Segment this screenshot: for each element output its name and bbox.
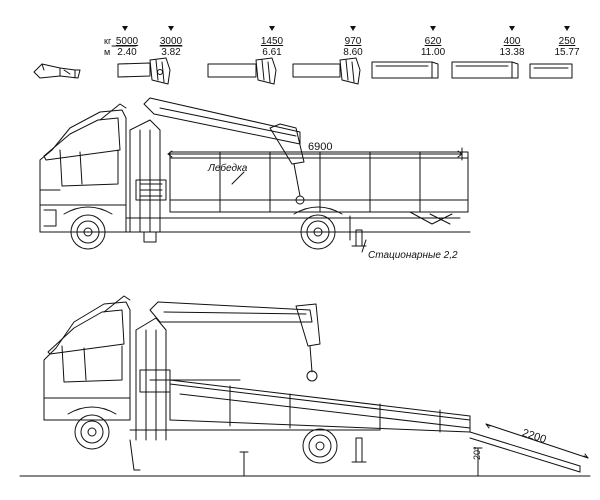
capacity-kg: 1450 xyxy=(260,36,284,47)
capacity-col-2: 3000 3.82 xyxy=(151,36,191,58)
capacity-col-3: 1450 6.61 xyxy=(252,36,292,58)
capacity-kg: 5000 xyxy=(115,36,139,47)
dimension-platform-top xyxy=(167,147,463,161)
capacity-kg: 970 xyxy=(344,36,362,47)
capacity-col-1: 5000 2.40 xyxy=(107,36,147,58)
truck-top-wheels xyxy=(63,206,343,250)
unit-kg-label: кг xyxy=(104,36,112,46)
boom-stage-6 xyxy=(451,61,519,79)
capacity-m: 13.38 xyxy=(499,47,525,58)
capacity-markers xyxy=(122,26,570,31)
boom-stage-1 xyxy=(33,63,81,79)
capacity-col-7: 250 15.77 xyxy=(547,36,587,58)
stabilizer-bottom xyxy=(351,437,367,463)
capacity-m: 6.61 xyxy=(262,47,282,58)
crane-top xyxy=(129,97,305,243)
stabilizers-label: Стационарные 2,2 xyxy=(368,250,458,261)
stabilizer-leader xyxy=(361,239,367,253)
capacity-m: 8.60 xyxy=(343,47,363,58)
boom-stage-2 xyxy=(117,57,171,85)
winch-label: Лебедка xyxy=(208,163,248,174)
capacity-m: 2.40 xyxy=(117,47,137,58)
capacity-col-5: 620 11.00 xyxy=(413,36,453,58)
capacity-kg: 400 xyxy=(503,36,521,47)
truck-bottom-chassis xyxy=(129,379,581,473)
capacity-kg: 3000 xyxy=(159,36,183,47)
capacity-m: 3.82 xyxy=(161,47,181,58)
ramp-dimension xyxy=(239,423,589,477)
truck-top-chassis xyxy=(125,151,471,241)
truck-top-cab xyxy=(39,103,127,233)
capacity-kg: 620 xyxy=(424,36,442,47)
boom-stage-7 xyxy=(529,63,573,79)
platform-length-label: 6900 xyxy=(308,141,333,153)
boom-stage-3 xyxy=(207,57,277,85)
winch-leader xyxy=(231,171,245,185)
ramp-height-label: 20° xyxy=(472,446,482,460)
capacity-kg: 250 xyxy=(558,36,576,47)
boom-stage-5 xyxy=(371,61,439,79)
capacity-m: 11.00 xyxy=(420,47,446,58)
boom-stage-4 xyxy=(292,57,361,85)
capacity-col-4: 970 8.60 xyxy=(333,36,373,58)
truck-bottom-cab xyxy=(43,295,131,421)
capacity-col-6: 400 13.38 xyxy=(492,36,532,58)
unit-m-label: м xyxy=(104,47,111,57)
truck-bottom-wheels xyxy=(67,406,338,464)
crane-bottom xyxy=(129,301,321,471)
capacity-m: 15.77 xyxy=(554,47,580,58)
